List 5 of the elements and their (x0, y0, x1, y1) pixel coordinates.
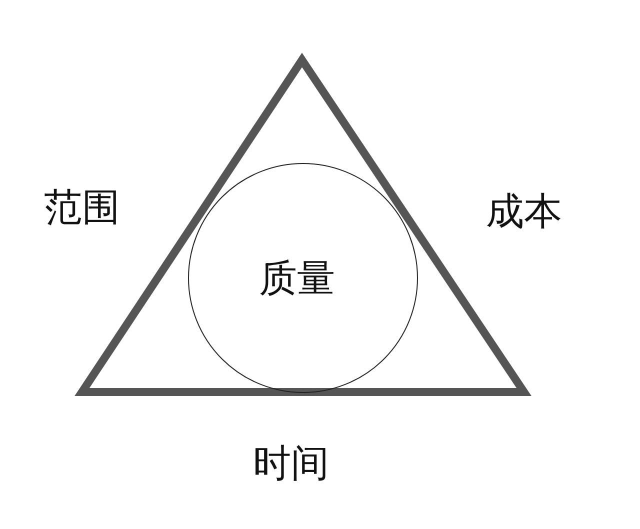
circle-label: 质量 (259, 259, 335, 297)
side-label: 成本 (486, 192, 562, 230)
side-label: 范围 (44, 188, 120, 226)
side-label: 时间 (253, 444, 329, 482)
circle-node (188, 163, 418, 393)
